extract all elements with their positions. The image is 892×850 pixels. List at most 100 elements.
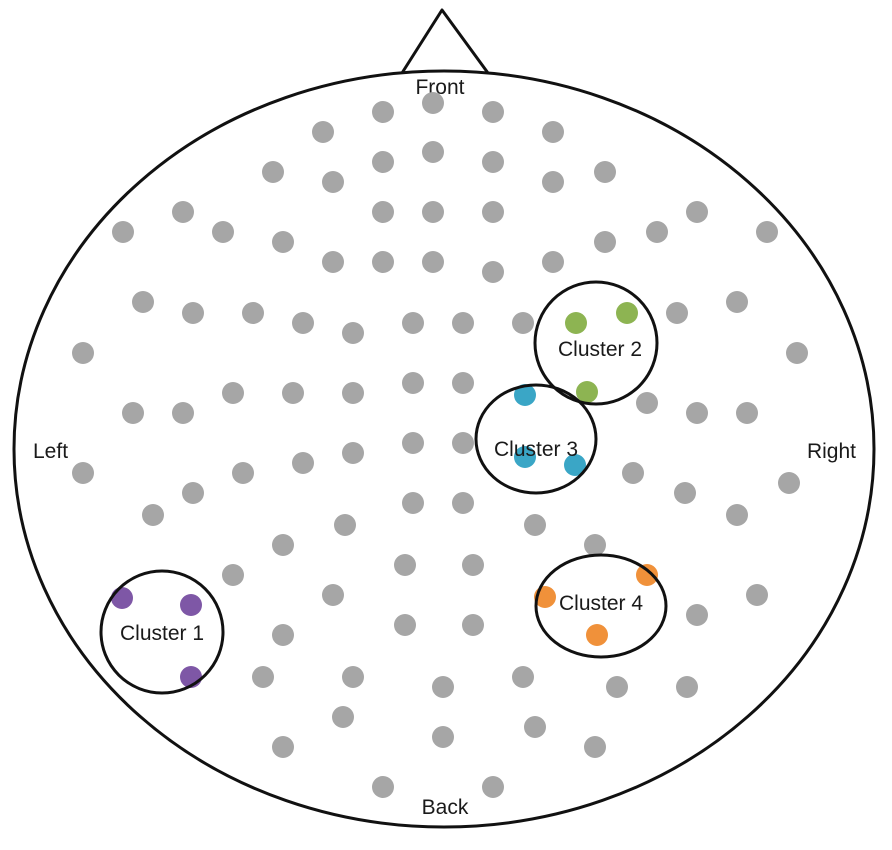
- electrode-dot: [402, 492, 424, 514]
- electrode-dot: [172, 201, 194, 223]
- cluster-4-electrode-dot: [636, 564, 658, 586]
- electrode-dot: [726, 291, 748, 313]
- electrode-dot: [432, 726, 454, 748]
- electrode-dot: [746, 584, 768, 606]
- electrode-dot: [686, 201, 708, 223]
- electrode-dot: [72, 342, 94, 364]
- electrode-dot: [402, 432, 424, 454]
- electrode-dot: [232, 462, 254, 484]
- electrode-dot: [622, 462, 644, 484]
- electrode-dot: [462, 554, 484, 576]
- cluster-1-electrode-dot: [180, 594, 202, 616]
- electrode-dot: [342, 322, 364, 344]
- electrode-dot: [172, 402, 194, 424]
- electrode-dot: [482, 776, 504, 798]
- electrode-dot: [452, 312, 474, 334]
- electrode-dot: [292, 452, 314, 474]
- electrode-dot: [372, 776, 394, 798]
- cluster-electrode-group: [111, 302, 658, 688]
- electrode-dot: [252, 666, 274, 688]
- electrode-dot: [282, 382, 304, 404]
- cluster-4-label: Cluster 4: [559, 592, 643, 615]
- electrode-dot: [292, 312, 314, 334]
- electrode-dot: [272, 534, 294, 556]
- electrode-dot: [182, 302, 204, 324]
- left-label: Left: [33, 440, 68, 463]
- electrode-dot: [512, 312, 534, 334]
- electrode-dot: [646, 221, 668, 243]
- electrode-dot: [422, 92, 444, 114]
- electrode-dot: [132, 291, 154, 313]
- electrode-dot: [342, 382, 364, 404]
- right-label: Right: [807, 440, 856, 463]
- cluster-2-electrode-dot: [616, 302, 638, 324]
- electrode-dot: [262, 161, 284, 183]
- electrode-dot: [242, 302, 264, 324]
- cluster-2-electrode-dot: [576, 381, 598, 403]
- electrode-dot: [372, 151, 394, 173]
- electrode-dot: [112, 221, 134, 243]
- electrode-dot: [482, 151, 504, 173]
- electrode-dot: [422, 141, 444, 163]
- electrode-dot: [462, 614, 484, 636]
- electrode-dot: [482, 201, 504, 223]
- cluster-2-electrode-dot: [565, 312, 587, 334]
- electrode-dot: [786, 342, 808, 364]
- electrode-dot: [452, 492, 474, 514]
- cluster-1-label: Cluster 1: [120, 622, 204, 645]
- electrode-dot: [594, 161, 616, 183]
- electrode-dot: [666, 302, 688, 324]
- back-label: Back: [422, 796, 469, 819]
- electrode-dot: [372, 101, 394, 123]
- electrode-dot: [332, 706, 354, 728]
- electrode-dot: [322, 584, 344, 606]
- electrode-dot: [372, 251, 394, 273]
- electrode-dot: [542, 121, 564, 143]
- electrode-dot: [272, 736, 294, 758]
- electrode-dot: [342, 442, 364, 464]
- electrode-dot: [584, 736, 606, 758]
- cluster-3-electrode-dot: [514, 446, 536, 468]
- electrode-dot: [512, 666, 534, 688]
- cluster-2-label: Cluster 2: [558, 338, 642, 361]
- nose-marker: [400, 8, 490, 75]
- cluster-3-electrode-dot: [564, 454, 586, 476]
- electrode-dot: [182, 482, 204, 504]
- electrode-dot: [676, 676, 698, 698]
- electrode-dot: [334, 514, 356, 536]
- electrode-dot: [452, 372, 474, 394]
- electrode-dot: [142, 504, 164, 526]
- cluster-4-outline: [534, 553, 668, 659]
- electrode-dot: [756, 221, 778, 243]
- electrode-dot: [686, 604, 708, 626]
- electrode-dot: [222, 564, 244, 586]
- electrode-dot: [402, 372, 424, 394]
- cluster-2-outline: [533, 280, 659, 406]
- cluster-3-electrode-dot: [514, 384, 536, 406]
- electrode-dot: [394, 554, 416, 576]
- electrode-dot: [342, 666, 364, 688]
- cluster-1-electrode-dot: [111, 587, 133, 609]
- electrode-dot: [736, 402, 758, 424]
- electrode-dot: [524, 514, 546, 536]
- electrode-dot: [72, 462, 94, 484]
- cluster-3-label: Cluster 3: [494, 438, 578, 461]
- front-label: Front: [415, 76, 464, 99]
- electrode-dot: [272, 231, 294, 253]
- electrode-dot: [422, 201, 444, 223]
- electrode-dot: [606, 676, 628, 698]
- electrode-dot: [222, 382, 244, 404]
- electrode-dot: [372, 201, 394, 223]
- electrode-dot: [636, 392, 658, 414]
- electrode-dot: [312, 121, 334, 143]
- cluster-3-outline: [474, 383, 598, 495]
- electrode-dot: [482, 101, 504, 123]
- electrode-dot: [674, 482, 696, 504]
- electrode-dot: [778, 472, 800, 494]
- electrode-dot: [122, 402, 144, 424]
- electrode-dot: [542, 251, 564, 273]
- electrode-dot: [432, 676, 454, 698]
- cluster-1-outline: [99, 569, 225, 695]
